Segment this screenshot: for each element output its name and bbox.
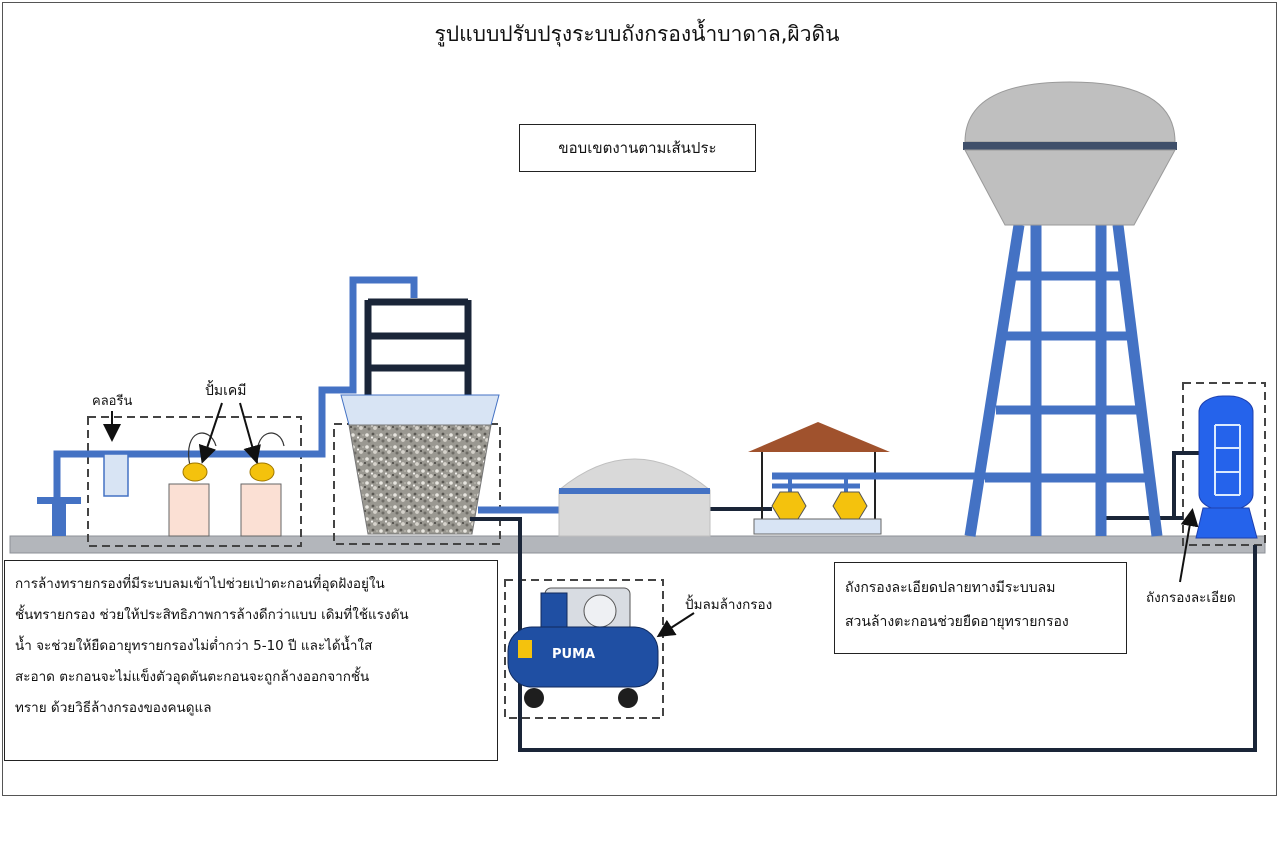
scope-box-compressor [504, 579, 664, 719]
air-pump-label: ปั้มลมล้างกรอง [685, 594, 772, 613]
scope-box-fine-filter [1182, 382, 1266, 546]
description-box: การล้างทรายกรองที่มีระบบลมเข้าไปช่วยเป่า… [4, 560, 498, 761]
fine-filter-label: ถังกรองละเอียด [1146, 590, 1236, 606]
description-line: ทราย ด้วยวิธีล้างกรองของคนดูแล [15, 700, 212, 716]
filter-ladder-frame [364, 298, 472, 395]
chemical-pump-label: ปั้มเคมี [205, 380, 247, 399]
description-line: น้ำ จะช่วยให้ยืดอายุทรายกรองไม่ต่ำกว่า 5… [15, 638, 373, 654]
description-line: ชั้นทรายกรอง ช่วยให้ประสิทธิภาพการล้างดี… [15, 607, 409, 623]
arrow-icon [198, 402, 223, 464]
chlorine-tank [103, 453, 129, 497]
diagram-title: รูปแบบปรับปรุงระบบถังกรองน้ำบาดาล,ผิวดิน [435, 19, 840, 47]
ground-slab [9, 535, 1266, 554]
clear-water-reservoir [558, 458, 711, 537]
inlet-pedestal [37, 497, 81, 536]
gravel-filter-tank [340, 298, 500, 535]
arrow-icon [1179, 508, 1199, 583]
description-line: การล้างทรายกรองที่มีระบบลมเข้าไปช่วยเป่า… [15, 576, 385, 592]
fine-filter-note-box: ถังกรองละเอียดปลายทางมีระบบลม สวนล้างตะก… [834, 562, 1127, 654]
compressor-brand: PUMA [552, 647, 595, 662]
arrow-icon [239, 402, 261, 464]
scope-label-box: ขอบเขตงานตามเส้นประ [519, 124, 756, 172]
fine-filter-note-line: ถังกรองละเอียดปลายทางมีระบบลม [845, 580, 1056, 596]
description-line: สะอาด ตะกอนจะไม่แข็งตัวอุดตันตะกอนจะถูกล… [15, 669, 370, 685]
chemical-pump-1 [168, 432, 217, 537]
scope-label: ขอบเขตงานตามเส้นประ [558, 139, 717, 157]
air-compressor: PUMA [507, 587, 659, 708]
water-tower [963, 81, 1177, 537]
fine-filter-note-line: สวนล้างตะกอนช่วยยืดอายุทรายกรอง [845, 614, 1069, 630]
scope-box-chemical [87, 416, 302, 547]
arrow-icon [656, 612, 695, 638]
chemical-pump-2 [240, 432, 285, 537]
fine-filter-tank [1195, 395, 1258, 539]
chlorine-label: คลอรีน [92, 393, 132, 409]
